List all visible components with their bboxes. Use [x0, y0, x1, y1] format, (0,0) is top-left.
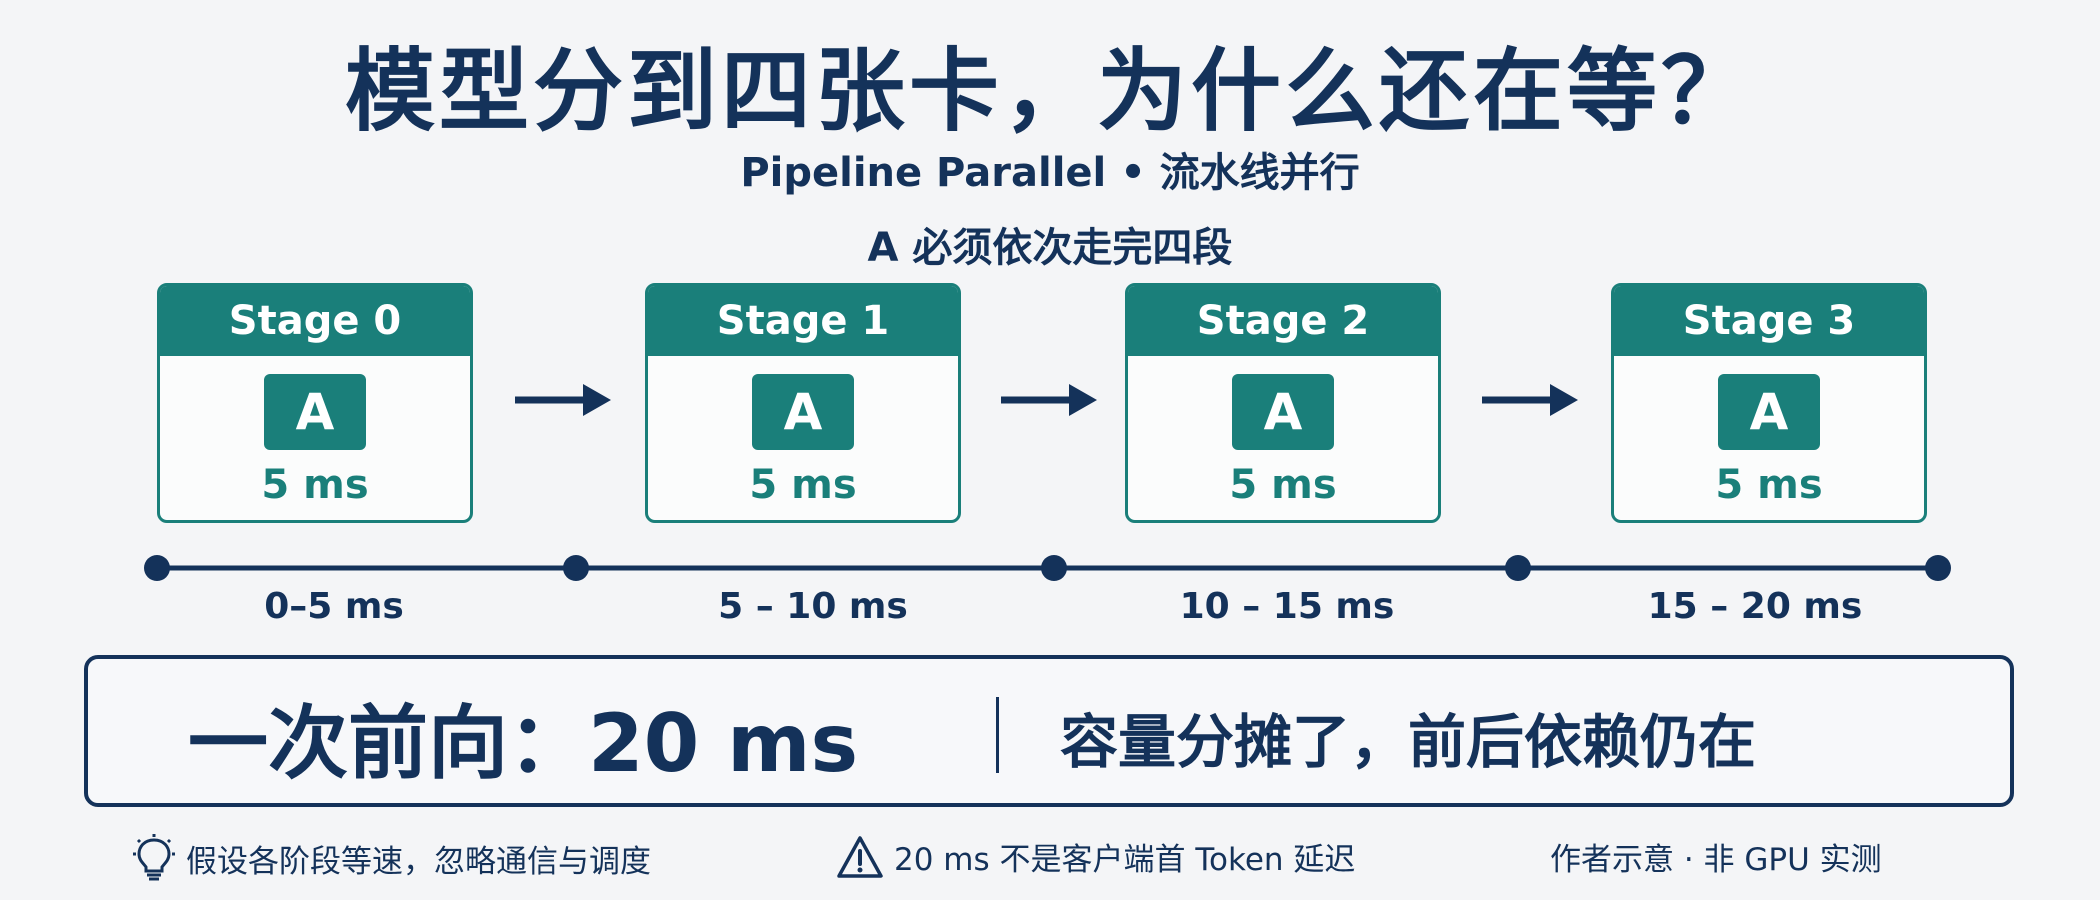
token-badge: A — [752, 374, 854, 450]
timeline-interval-label: 15 – 20 ms — [1647, 586, 1863, 627]
stage-header: Stage 3 — [1614, 286, 1924, 356]
stage-header: Stage 1 — [648, 286, 958, 356]
arrow-right-icon — [515, 384, 611, 416]
diagram-caption: A 必须依次走完四段 — [867, 225, 1233, 271]
forward-pass-total: 一次前向：20 ms — [188, 697, 859, 790]
summary-conclusion: 容量分摊了，前后依赖仍在 — [1060, 708, 1757, 776]
timeline-axis — [144, 555, 1951, 581]
page-subtitle: Pipeline Parallel • 流水线并行 — [740, 150, 1360, 196]
stage-card-2: Stage 2 A 5 ms — [1125, 283, 1441, 523]
timeline-node — [1505, 555, 1531, 581]
warning-text: 20 ms 不是客户端首 Token 延迟 — [894, 842, 1356, 878]
stage-header: Stage 2 — [1128, 286, 1438, 356]
stage-card-0: Stage 0 A 5 ms — [157, 283, 473, 523]
stage-card-1: Stage 1 A 5 ms — [645, 283, 961, 523]
stage-header: Stage 0 — [160, 286, 470, 356]
stage-duration: 5 ms — [749, 462, 857, 508]
token-badge: A — [264, 374, 366, 450]
arrow-right-icon — [1001, 384, 1097, 416]
timeline-interval-label: 0–5 ms — [264, 586, 404, 627]
timeline-interval-label: 5 – 10 ms — [718, 586, 908, 627]
footer-credit: 作者示意 · 非 GPU 实测 — [1550, 834, 1882, 879]
timeline-node — [1041, 555, 1067, 581]
stage-duration: 5 ms — [261, 462, 369, 508]
footer-warning: 20 ms 不是客户端首 Token 延迟 — [836, 834, 1355, 879]
assumption-text: 假设各阶段等速，忽略通信与调度 — [186, 843, 651, 880]
stage-duration: 5 ms — [1715, 462, 1823, 508]
timeline-node — [144, 555, 170, 581]
stage-card-3: Stage 3 A 5 ms — [1611, 283, 1927, 523]
lightbulb-icon — [133, 834, 175, 881]
token-badge: A — [1718, 374, 1820, 450]
stage-duration: 5 ms — [1229, 462, 1337, 508]
timeline-node — [1925, 555, 1951, 581]
warning-triangle-icon — [837, 835, 883, 878]
summary-box: 一次前向：20 ms 容量分摊了，前后依赖仍在 — [84, 655, 2014, 807]
token-badge: A — [1232, 374, 1334, 450]
footer-assumption: 假设各阶段等速，忽略通信与调度 — [132, 834, 651, 882]
page-title: 模型分到四张卡，为什么还在等？ — [345, 39, 1755, 144]
timeline-interval-label: 10 – 15 ms — [1179, 586, 1395, 627]
timeline-node — [563, 555, 589, 581]
arrow-right-icon — [1482, 384, 1578, 416]
credit-text: 作者示意 · 非 GPU 实测 — [1550, 842, 1882, 878]
summary-divider — [996, 697, 999, 773]
